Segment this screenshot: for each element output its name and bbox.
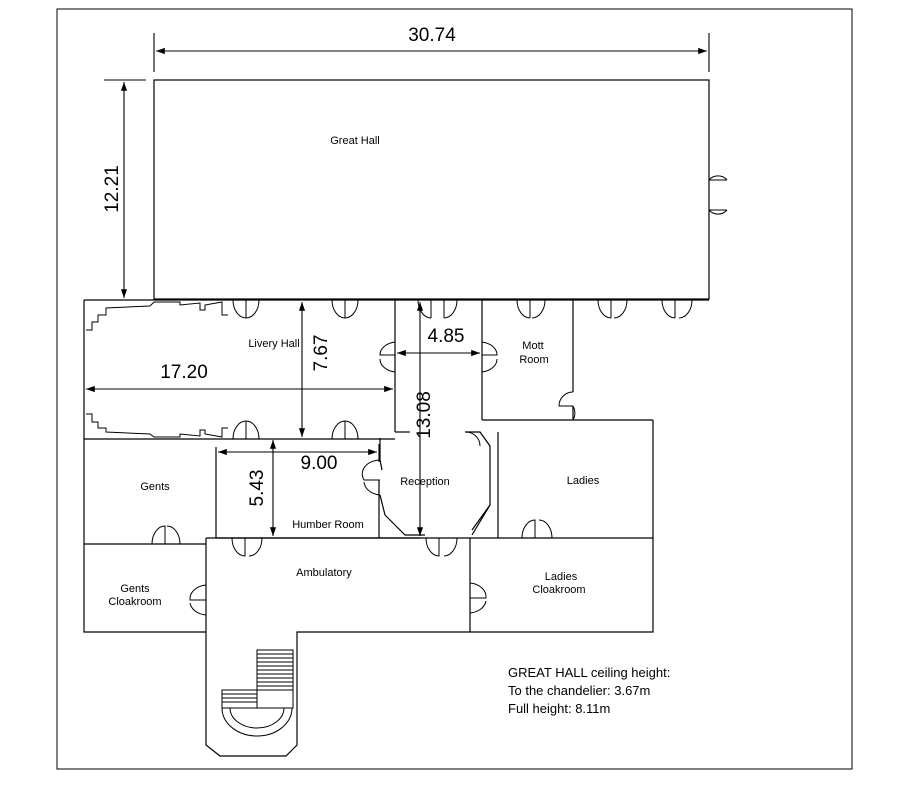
room-label-gents: Gents xyxy=(140,481,170,493)
dim-livery-hall-depth: 7.67 xyxy=(311,335,332,372)
walls xyxy=(83,79,710,757)
dimension-lines xyxy=(86,33,710,536)
room-label-reception: Reception xyxy=(400,476,450,488)
dim-great-hall-depth: 12.21 xyxy=(102,165,123,213)
room-label-gents-cloakroom-line1: Gents xyxy=(120,583,150,595)
livery-hall-seating xyxy=(86,301,228,438)
dim-livery-hall-length: 17.20 xyxy=(160,362,208,383)
dim-great-hall-width: 30.74 xyxy=(408,25,456,46)
room-label-mott-room-line1: Mott xyxy=(522,340,543,352)
room-label-ladies-cloakroom-line2: Cloakroom xyxy=(532,584,585,596)
room-label-great-hall: Great Hall xyxy=(330,135,380,147)
ceiling-height-full: Full height: 8.11m xyxy=(508,701,611,716)
room-label-ladies: Ladies xyxy=(567,475,600,487)
drawing-frame xyxy=(56,8,853,770)
great-hall-walls xyxy=(153,79,710,300)
staircase xyxy=(221,649,294,737)
room-label-humber-room: Humber Room xyxy=(292,519,364,531)
doors xyxy=(151,175,728,616)
ceiling-height-title: GREAT HALL ceiling height: xyxy=(508,665,671,680)
dim-humber-room-width: 9.00 xyxy=(301,453,338,474)
room-label-livery-hall: Livery Hall xyxy=(248,338,299,350)
room-label-ladies-cloakroom-line1: Ladies xyxy=(545,571,578,583)
ceiling-height-chandelier: To the chandelier: 3.67m xyxy=(508,683,651,698)
dim-corridor-length: 13.08 xyxy=(414,391,435,439)
room-label-mott-room-line2: Room xyxy=(519,354,548,366)
dim-humber-room-depth: 5.43 xyxy=(247,470,268,507)
dim-corridor-width: 4.85 xyxy=(428,326,465,347)
room-label-gents-cloakroom-line2: Cloakroom xyxy=(108,596,161,608)
room-label-ambulatory: Ambulatory xyxy=(296,567,352,579)
